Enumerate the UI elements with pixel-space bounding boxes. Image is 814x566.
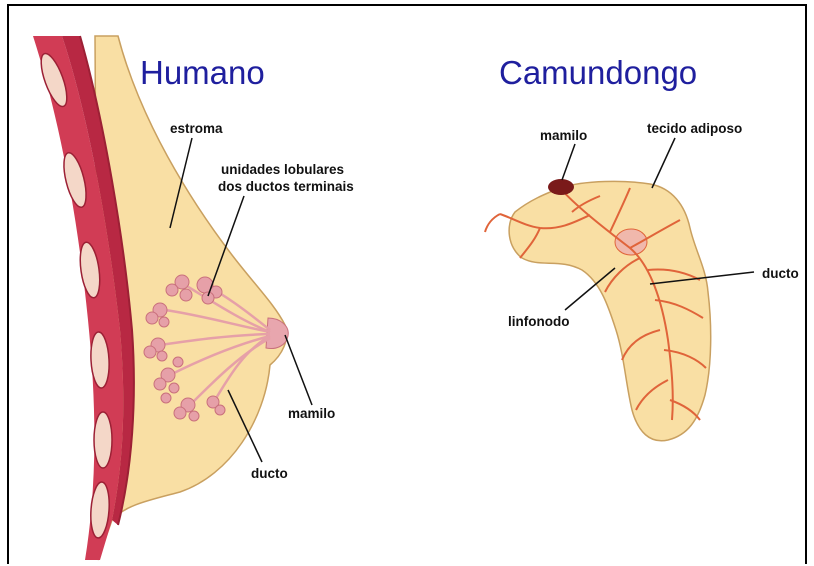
label-tdlu-line1: unidades lobulares <box>221 161 344 178</box>
mouse-title: Camundongo <box>499 54 697 92</box>
mouse-nipple <box>548 179 574 195</box>
label-mouse-duct: ducto <box>762 265 799 282</box>
mouse-fat-pad <box>509 181 711 440</box>
label-human-duct: ducto <box>251 465 288 482</box>
label-stroma: estroma <box>170 120 223 137</box>
label-mouse-nipple: mamilo <box>540 127 587 144</box>
label-mouse-fat-pad: tecido adiposo <box>647 120 742 137</box>
label-human-nipple: mamilo <box>288 405 335 422</box>
human-title: Humano <box>140 54 265 92</box>
mouse-mammary-illustration <box>485 138 754 441</box>
label-mouse-lymph-node: linfonodo <box>508 313 569 330</box>
label-tdlu-line2: dos ductos terminais <box>218 178 354 195</box>
